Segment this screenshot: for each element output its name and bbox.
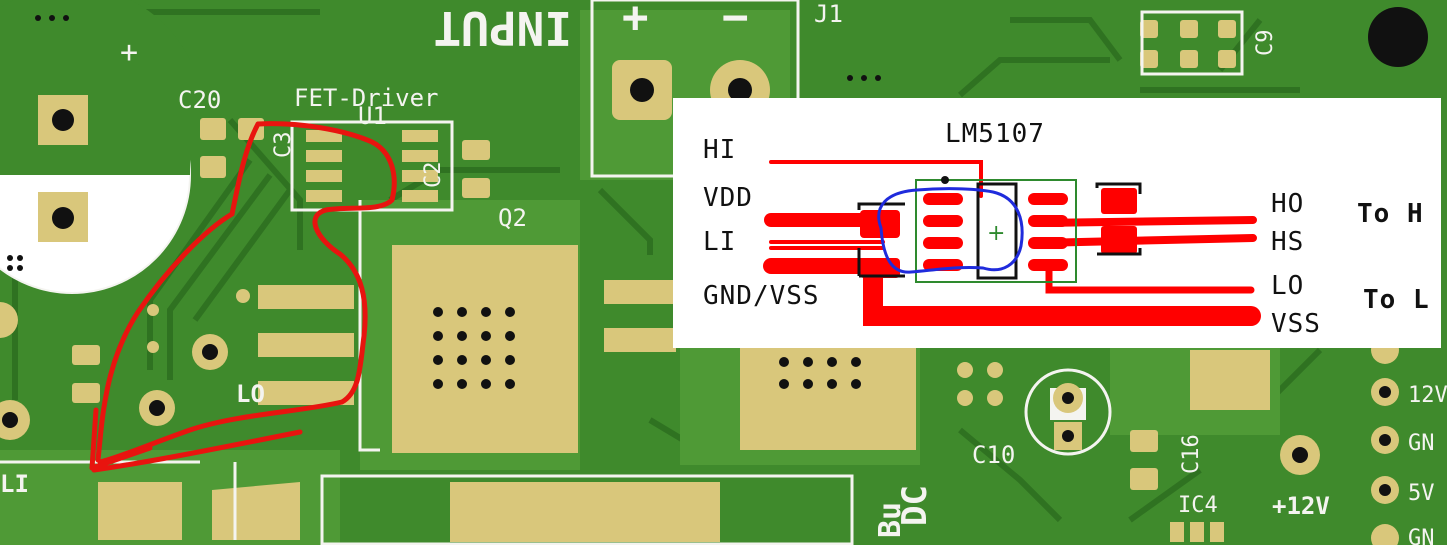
c9-label: C9 [1253,30,1278,57]
red-arrow-icon [89,407,303,473]
pin-ho: HO [1271,189,1304,219]
pin-lo: LO [1271,271,1304,301]
pin-vss: VSS [1271,309,1321,339]
note-to-h: To H [1357,199,1424,229]
c20-label: C20 [178,86,221,114]
input-label: INPUT [434,1,572,55]
fet-driver-label: FET-Driver [294,84,439,112]
c16-label: C16 [1179,434,1204,474]
lo-label: LO [236,380,265,408]
c2-label: C2 [421,162,446,189]
pin-5v-label: 5V [1408,481,1435,506]
pin-12v-label: 12V [1408,383,1447,408]
li-label: LI [0,470,29,498]
svg-text:+: + [987,221,1005,246]
chip-label: LM5107 [945,119,1045,149]
bu-label: Bu [873,502,908,538]
pin-gn1-label: GN [1408,431,1435,456]
dc-label: DC [895,485,935,526]
svg-text:+: + [120,35,138,70]
red-annotation-stroke [95,121,261,463]
blue-outline-stroke [877,187,1024,274]
lm5107-pinout-inset: + LM5107 HI VDD LI GND/VSS HO HS LO VSS … [673,98,1441,348]
note-to-l: To L [1363,285,1430,315]
plus-label: + [622,0,649,43]
pin-li: LI [703,227,736,257]
ic4-label: IC4 [1178,493,1218,518]
pin-hs: HS [1271,227,1304,257]
c10-label: C10 [972,441,1015,469]
pin-hi: HI [703,135,736,165]
red-annotation-stroke [97,121,397,465]
minus-label: − [722,0,749,43]
j1-label: J1 [814,0,843,28]
pin-gn2-label: GN [1408,526,1435,545]
plus12v-label: +12V [1272,492,1330,520]
u1-label: U1 [358,102,387,130]
q2-label: Q2 [498,204,527,232]
pin-gnd-vss: GND/VSS [703,281,820,311]
pin-vdd: VDD [703,183,753,213]
c3-label: C3 [271,132,296,159]
